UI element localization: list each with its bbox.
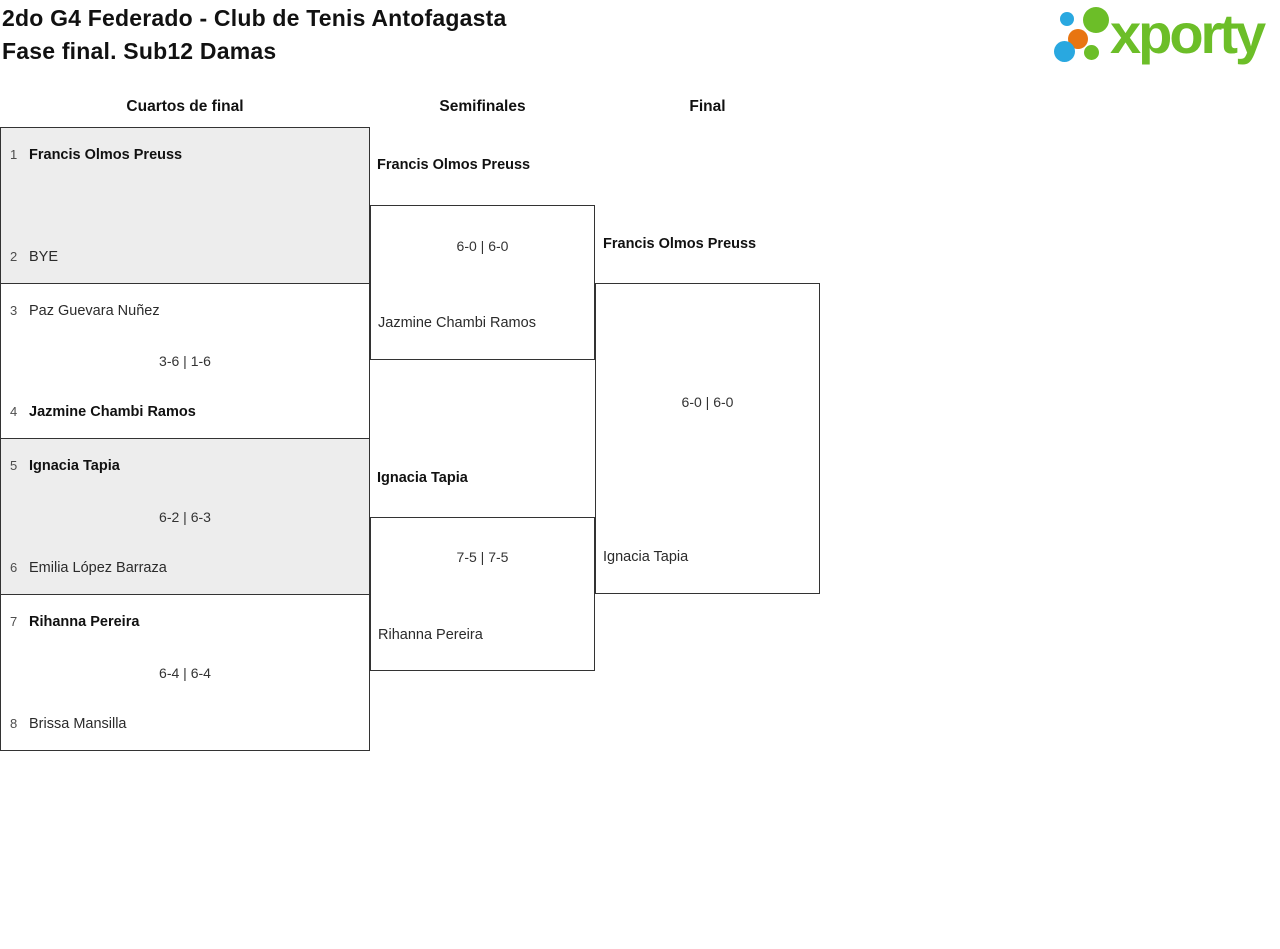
round-header-semifinales: Semifinales xyxy=(439,98,526,115)
seed-number: 5 xyxy=(10,458,18,473)
seed-number: 4 xyxy=(10,404,18,419)
match-score: 6-4 | 6-4 xyxy=(159,664,211,681)
match-score: 3-6 | 1-6 xyxy=(159,353,211,369)
qf1-player1-row: 1 Francis Olmos Preuss xyxy=(10,145,360,165)
xporty-logo[interactable]: xporty xyxy=(1048,2,1278,71)
qf-match-3: 5 Ignacia Tapia 6-2 | 6-3 6 Emilia López… xyxy=(0,438,370,595)
player-name: Rihanna Pereira xyxy=(29,614,140,630)
player-name: Jazmine Chambi Ramos xyxy=(29,404,196,420)
logo-wordmark: xporty xyxy=(1110,2,1266,65)
qf-match-1: 1 Francis Olmos Preuss 2 BYE xyxy=(0,127,370,284)
sf2-player1-name: Ignacia Tapia xyxy=(377,470,468,486)
page-title-line2: Fase final. Sub12 Damas xyxy=(2,38,277,64)
sf1-player1-name: Francis Olmos Preuss xyxy=(377,157,531,173)
qf2-player1-row: 3 Paz Guevara Nuñez xyxy=(10,301,360,321)
sf2-player2-name: Rihanna Pereira xyxy=(378,627,483,643)
player-name: Emilia López Barraza xyxy=(29,560,167,576)
qf2-player2-row: 4 Jazmine Chambi Ramos xyxy=(10,402,360,422)
logo-dot-green-large-icon xyxy=(1083,7,1109,33)
page-title-line1: 2do G4 Federado - Club de Tenis Antofaga… xyxy=(2,5,507,31)
match-score: 6-2 | 6-3 xyxy=(159,508,211,525)
logo-dot-orange-icon xyxy=(1068,29,1088,49)
final-player1-name: Francis Olmos Preuss xyxy=(603,236,757,252)
sf-match-2-box: 7-5 | 7-5 Rihanna Pereira xyxy=(370,517,595,671)
player-name: Brissa Mansilla xyxy=(29,716,127,732)
seed-number: 2 xyxy=(10,249,18,264)
qf3-player2-row: 6 Emilia López Barraza xyxy=(10,558,360,578)
qf4-player2-row: 8 Brissa Mansilla xyxy=(10,714,360,734)
match-score: 7-5 | 7-5 xyxy=(456,549,509,565)
seed-number: 1 xyxy=(10,147,18,162)
sf1-player2-name: Jazmine Chambi Ramos xyxy=(378,315,536,331)
qf-match-2: 3 Paz Guevara Nuñez 3-6 | 1-6 4 Jazmine … xyxy=(0,283,370,439)
logo-dot-blue-small-icon xyxy=(1060,12,1074,26)
player-name: BYE xyxy=(29,249,59,265)
logo-dot-blue-large-icon xyxy=(1054,41,1075,62)
seed-number: 7 xyxy=(10,614,18,629)
round-header-final: Final xyxy=(689,98,726,115)
qf1-player2-row: 2 BYE xyxy=(10,247,360,267)
seed-number: 6 xyxy=(10,560,18,575)
seed-number: 3 xyxy=(10,303,18,318)
qf4-player1-row: 7 Rihanna Pereira xyxy=(10,612,360,632)
final-match-box: 6-0 | 6-0 Ignacia Tapia xyxy=(595,283,820,594)
seed-number: 8 xyxy=(10,716,18,731)
match-score: 6-0 | 6-0 xyxy=(681,394,734,410)
sf-match-1-box: 6-0 | 6-0 Jazmine Chambi Ramos xyxy=(370,205,595,360)
qf3-player1-row: 5 Ignacia Tapia xyxy=(10,456,360,476)
player-name: Francis Olmos Preuss xyxy=(29,147,183,163)
player-name: Ignacia Tapia xyxy=(29,458,120,474)
match-score: 6-0 | 6-0 xyxy=(456,238,509,254)
qf-match-4: 7 Rihanna Pereira 6-4 | 6-4 8 Brissa Man… xyxy=(0,594,370,751)
round-header-cuartos-de-final: Cuartos de final xyxy=(126,98,244,115)
final-player2-name: Ignacia Tapia xyxy=(603,549,689,565)
logo-dot-green-small-icon xyxy=(1084,45,1099,60)
player-name: Paz Guevara Nuñez xyxy=(29,303,160,319)
page-title: 2do G4 Federado - Club de Tenis Antofaga… xyxy=(2,2,506,68)
